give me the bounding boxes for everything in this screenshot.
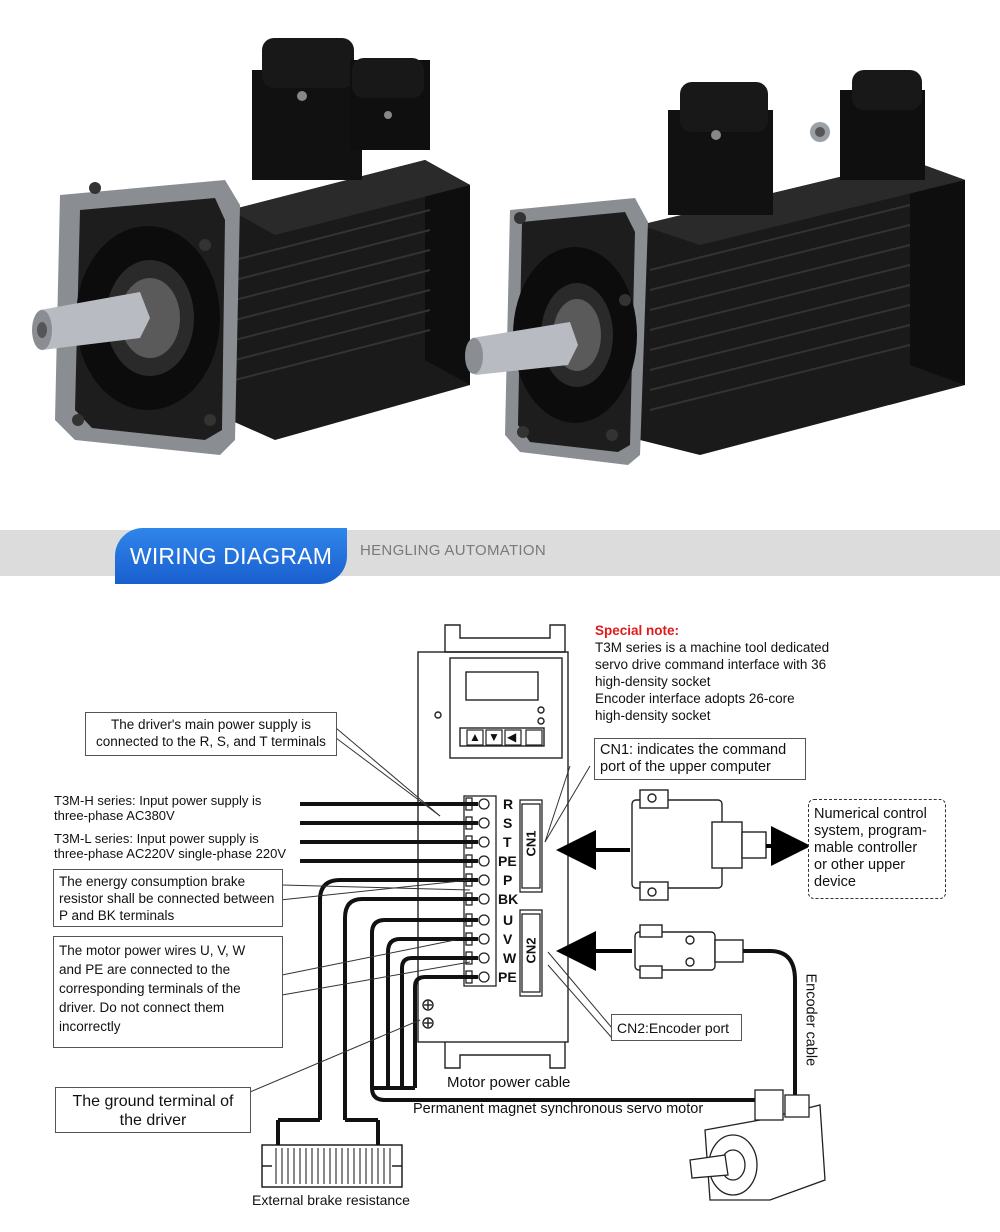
- note-line: mable controller: [814, 840, 918, 856]
- special-note-line: high-density socket: [595, 708, 711, 723]
- terminal-pe-label: PE: [498, 853, 517, 869]
- terminal-t-label: T: [503, 834, 512, 850]
- motor-power-cable-label: Motor power cable: [447, 1074, 571, 1091]
- main-power-note: The driver's main power supply is connec…: [85, 712, 337, 756]
- keypad-left-icon: ◀: [507, 730, 517, 744]
- note-line: incorrectly: [59, 1019, 121, 1034]
- note-line: T3M-L series: Input power supply is: [54, 831, 259, 846]
- brake-resistor: [261, 1144, 403, 1188]
- special-note-line: Encoder interface adopts 26-core: [595, 691, 795, 706]
- input-power-wires: [300, 802, 478, 863]
- note-line: Numerical control: [814, 806, 927, 822]
- note-line: corresponding terminals of the: [59, 981, 241, 996]
- cn2-plug: [634, 924, 744, 979]
- terminal-p-label: P: [503, 872, 513, 888]
- terminal-v-label: V: [503, 931, 513, 947]
- note-line: and PE are connected to the: [59, 962, 231, 977]
- terminal-pe2-label: PE: [498, 969, 517, 985]
- motor-wires-note: The motor power wires U, V, W and PE are…: [53, 936, 283, 1048]
- terminal-u-label: U: [503, 912, 514, 928]
- special-note-line: high-density socket: [595, 674, 711, 689]
- product-photos: [32, 38, 965, 465]
- keypad-down-icon: ▼: [488, 730, 500, 744]
- banner-subtitle: HENGLING AUTOMATION: [360, 542, 547, 559]
- banner-title: WIRING DIAGRAM: [115, 528, 347, 584]
- note-line: or other upper: [814, 857, 906, 873]
- special-note-title: Special note:: [595, 623, 680, 638]
- note-line: device: [814, 874, 856, 890]
- callout-lines: [249, 727, 613, 1093]
- note-line: driver. Do not connect them: [59, 1000, 225, 1015]
- cn1-label: CN1: [523, 830, 539, 857]
- wiring-diagram: R S T PE P BK U V W PE ▲ ▼ ◀ CN1 CN2 Spe…: [0, 600, 1000, 1232]
- cn1-note: CN1: indicates the command port of the u…: [594, 738, 806, 780]
- note-line: three-phase AC380V: [54, 808, 175, 823]
- t3ml-note: T3M-L series: Input power supply is thre…: [54, 831, 286, 861]
- note-line: CN1: indicates the command: [600, 742, 787, 758]
- note-line: The driver's main power supply is: [111, 717, 311, 732]
- note-line: P and BK terminals: [59, 908, 175, 923]
- servo-motor-label: Permanent magnet synchronous servo motor: [413, 1101, 704, 1117]
- terminal-w-label: W: [503, 950, 517, 966]
- brake-wires: [276, 878, 478, 1145]
- driver-keypad: [466, 729, 543, 746]
- servo-motor-photo-left: [32, 38, 470, 455]
- note-line: system, program-: [814, 823, 927, 839]
- nc-device-note: Numerical control system, program- mable…: [808, 799, 946, 899]
- servo-motor-photo-right: [465, 70, 965, 465]
- terminal-bk-label: BK: [498, 891, 519, 907]
- note-line: The motor power wires U, V, W: [59, 943, 246, 958]
- note-line: T3M-H series: Input power supply is: [54, 793, 262, 808]
- cn1-plug: [631, 789, 767, 901]
- brake-resistance-label: External brake resistance: [252, 1192, 410, 1208]
- special-note-line: servo drive command interface with 36: [595, 657, 827, 672]
- note-line: connected to the R, S, and T terminals: [96, 734, 326, 749]
- cn2-label: CN2: [523, 937, 539, 964]
- note-line: The ground terminal of: [72, 1093, 234, 1110]
- terminal-s-label: S: [503, 815, 513, 831]
- note-line: The energy consumption brake: [59, 874, 246, 889]
- t3mh-note: T3M-H series: Input power supply is thre…: [54, 793, 261, 823]
- cn2-note: CN2:Encoder port: [611, 1014, 742, 1041]
- special-note-line: T3M series is a machine tool dedicated: [595, 640, 830, 655]
- note-line: port of the upper computer: [600, 759, 771, 775]
- cn-ports: [519, 799, 543, 997]
- special-note: Special note: T3M series is a machine to…: [595, 622, 829, 724]
- motor-power-wires: [370, 918, 755, 1102]
- servo-motor-drawing: [689, 1089, 826, 1201]
- wiring-diagram-graphics: [249, 624, 826, 1201]
- section-banner: WIRING DIAGRAM HENGLING AUTOMATION: [0, 528, 1000, 584]
- note-line: the driver: [119, 1112, 187, 1129]
- brake-note: The energy consumption brake resistor sh…: [53, 869, 283, 927]
- keypad-up-icon: ▲: [469, 730, 481, 744]
- encoder-cable-label: Encoder cable: [802, 973, 819, 1067]
- terminal-r-label: R: [503, 796, 514, 812]
- note-line: resistor shall be connected between: [59, 891, 275, 906]
- note-line: three-phase AC220V single-phase 220V: [54, 846, 286, 861]
- ground-note: The ground terminal of the driver: [55, 1087, 251, 1133]
